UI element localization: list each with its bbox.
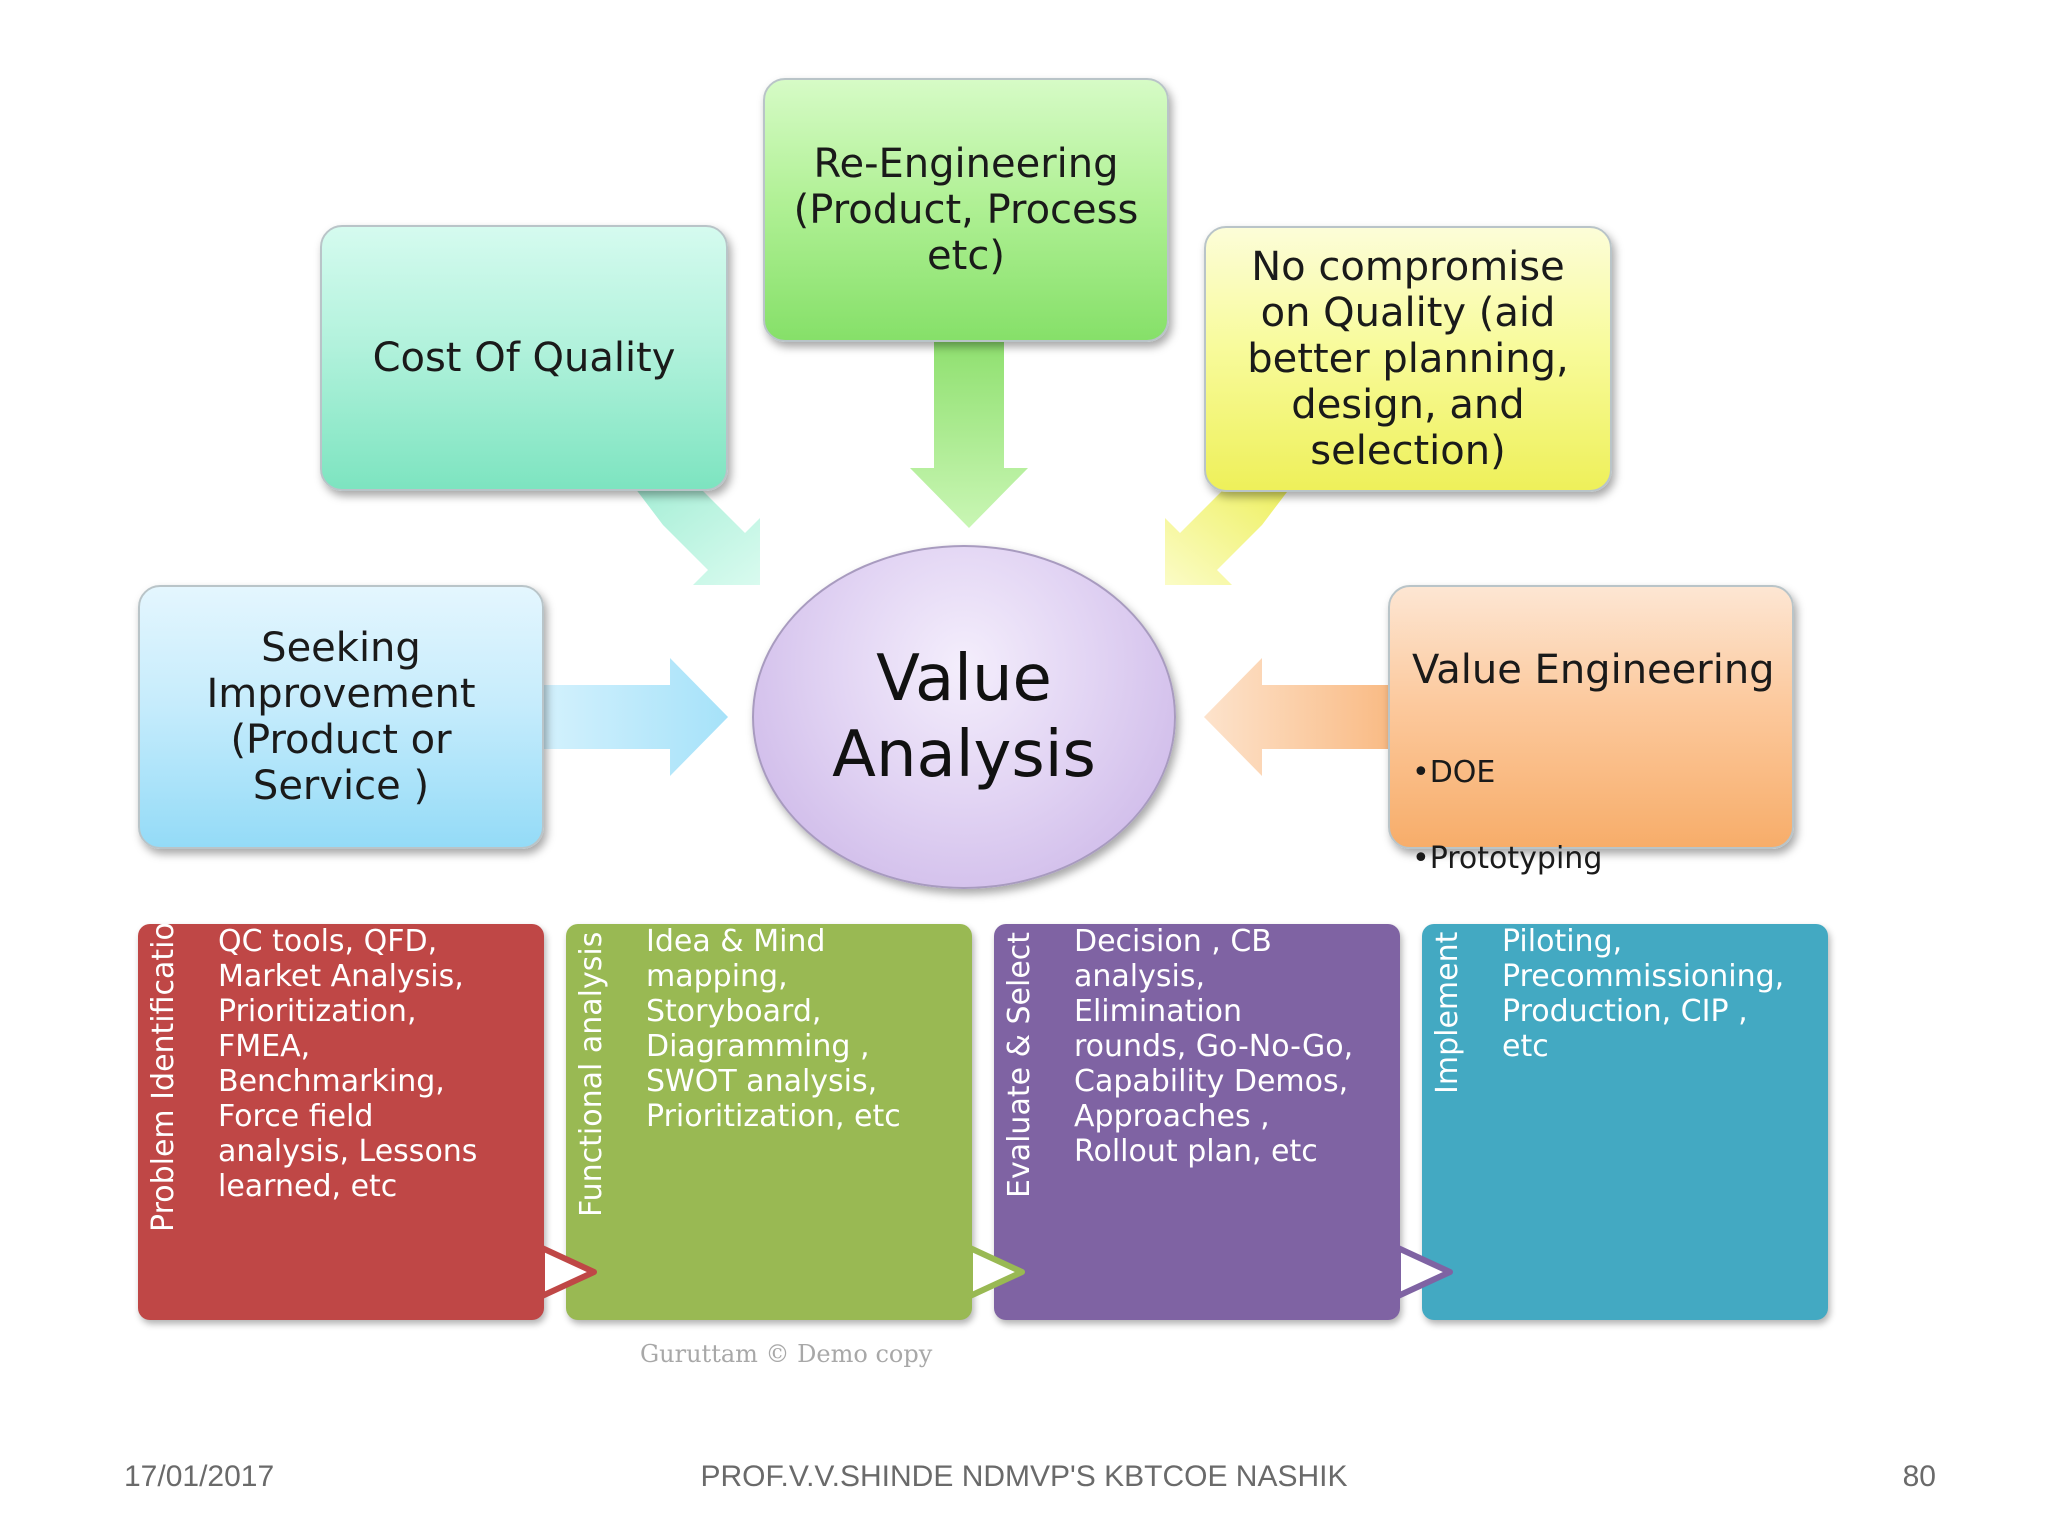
footer-page-number: 80 (1902, 1460, 1936, 1493)
arrow-cost-to-center (635, 488, 760, 585)
phase-functional-analysis: Functional analysis Idea & Mind mapping,… (566, 924, 972, 1320)
arrow-nocompromise-to-center (1165, 488, 1290, 585)
footer-author: PROF.V.V.SHINDE NDMVP'S KBTCOE NASHIK (700, 1460, 1348, 1493)
cost-of-quality-label: Cost Of Quality (372, 335, 676, 381)
value-engineering-title: Value Engineering (1412, 647, 1775, 693)
phase-label: Problem Identification (146, 903, 181, 1232)
phase-problem-identification: Problem Identification QC tools, QFD, Ma… (138, 903, 544, 1320)
value-analysis-label: Value Analysis (832, 642, 1096, 792)
re-engineering-box: Re-Engineering (Product, Process etc) (763, 78, 1169, 342)
phase-text: QC tools, QFD, Market Analysis, Prioriti… (218, 924, 478, 1204)
arrow-reengineering-to-center (910, 340, 1028, 528)
arrow-ve-to-center (1204, 658, 1388, 776)
phase-label: Implement (1430, 932, 1465, 1095)
re-engineering-label: Re-Engineering (Product, Process etc) (793, 141, 1139, 279)
watermark: Guruttam © Demo copy (640, 1340, 933, 1368)
value-analysis-circle: Value Analysis (752, 545, 1176, 889)
phase-evaluate-select: Evaluate & Select Decision , CB analysis… (994, 924, 1400, 1320)
phase-label: Evaluate & Select (1002, 932, 1037, 1199)
value-engineering-bullet: •Prototyping (1412, 841, 1603, 876)
phase-text: Piloting, Precommissioning, Production, … (1502, 924, 1785, 1064)
value-engineering-bullet: •DOE (1412, 755, 1496, 790)
no-compromise-quality-box: No compromise on Quality (aid better pla… (1204, 226, 1612, 492)
value-engineering-box: Value Engineering •DOE •Prototyping (1388, 585, 1794, 876)
arrow-seeking-to-center (544, 658, 728, 776)
phase-text: Decision , CB analysis, Elimination roun… (1074, 924, 1354, 1169)
phase-text: Idea & Mind mapping, Storyboard, Diagram… (646, 924, 901, 1134)
seeking-improvement-label: Seeking Improvement (Product or Service … (206, 625, 476, 809)
no-compromise-label: No compromise on Quality (aid better pla… (1247, 244, 1569, 474)
footer-date: 17/01/2017 (124, 1460, 275, 1493)
cost-of-quality-box: Cost Of Quality (320, 225, 728, 491)
phase-label: Functional analysis (574, 932, 609, 1218)
phase-implement: Implement Piloting, Precommissioning, Pr… (1422, 924, 1828, 1320)
seeking-improvement-box: Seeking Improvement (Product or Service … (138, 585, 544, 849)
